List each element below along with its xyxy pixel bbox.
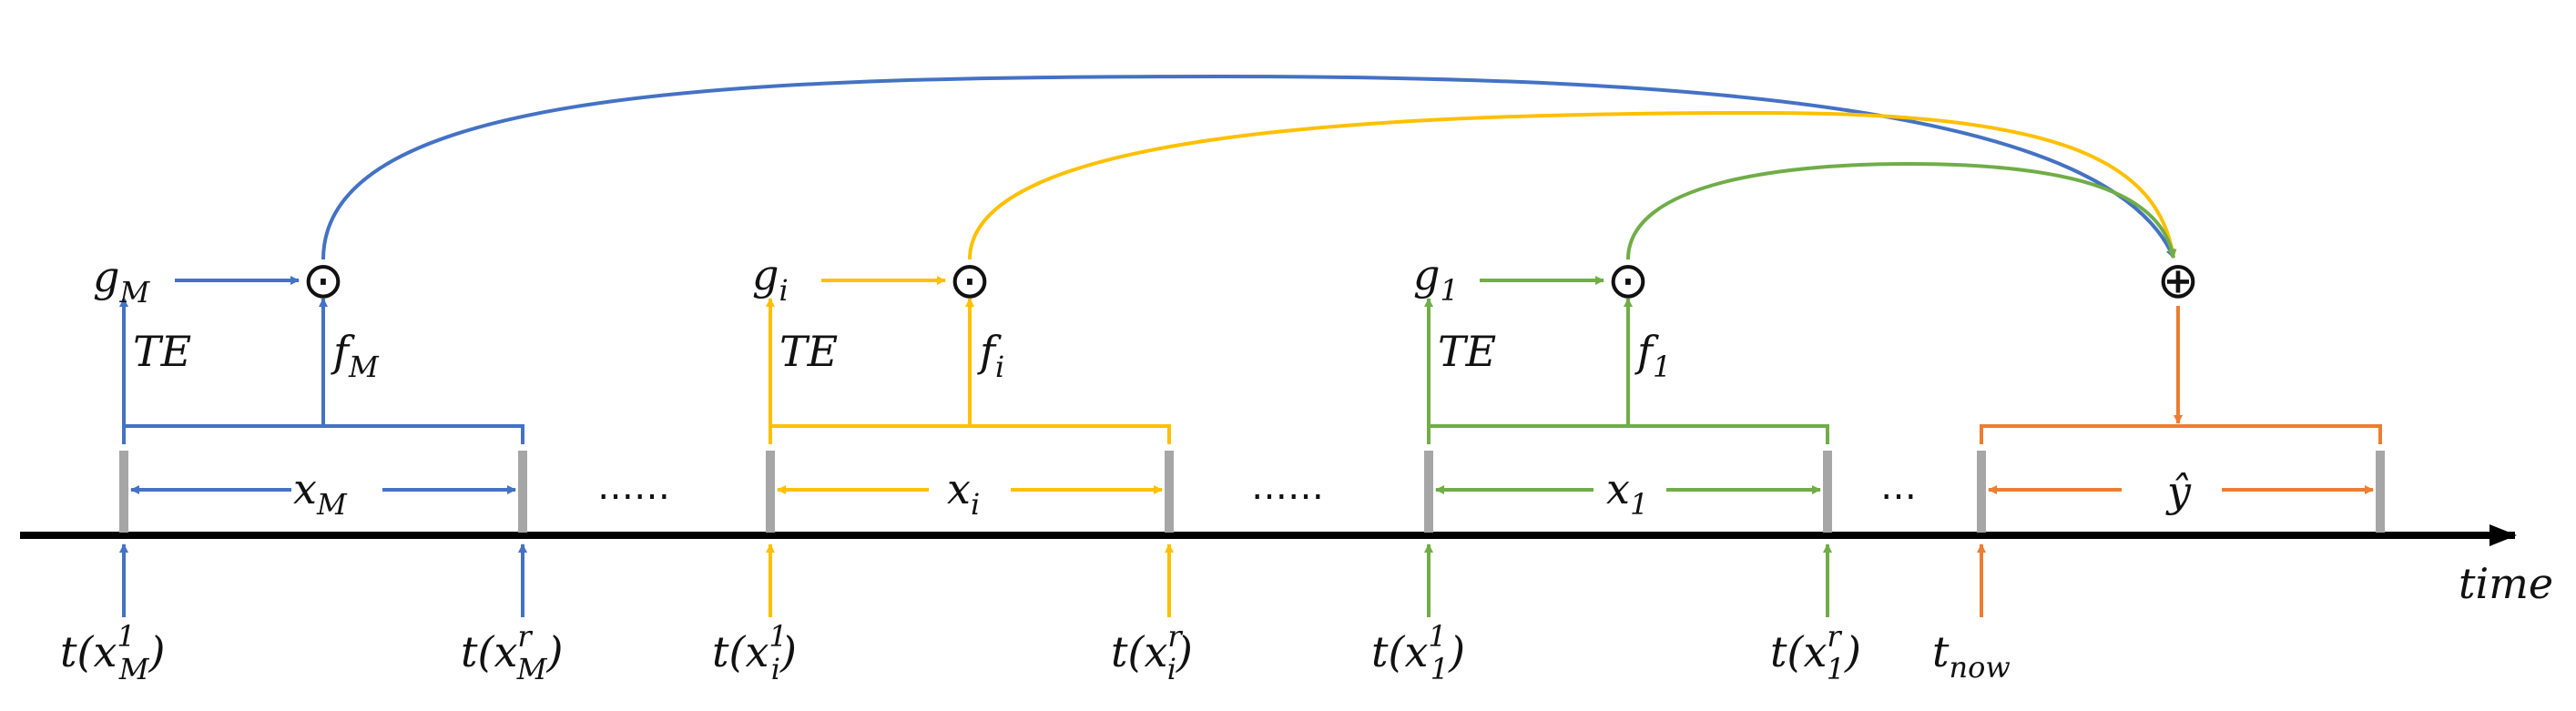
segment-1-end-tick: [1823, 451, 1832, 533]
segment-1-start-tick: [1424, 451, 1433, 533]
prediction-window-label: ŷ: [2165, 467, 2192, 516]
prediction-start-tick: [1977, 451, 1986, 533]
segment-m-end-tick: [518, 451, 527, 533]
yellow-aggregation-curve: [968, 110, 2177, 260]
segment-i-start-tick: [766, 451, 775, 533]
segment-i-multiply-node: ⊙: [949, 251, 992, 310]
segment-m-encoder-label: TE: [133, 327, 191, 376]
segment-m-start-tick: [119, 451, 128, 533]
segment-i-bracket: [769, 424, 1171, 444]
prediction-window: ⊕ ŷ tnow: [1932, 251, 2385, 685]
green-aggregation-curve: [1626, 161, 2177, 260]
segment-1-window-label: x1: [1606, 464, 1648, 522]
time-axis-label: time: [2459, 559, 2553, 608]
segment-m-weight-label: fM: [331, 327, 380, 384]
segment-1-gate-label: g1: [1413, 250, 1459, 308]
segment-1-bracket: [1427, 424, 1829, 444]
segment-1-multiply-node: ⊙: [1607, 251, 1650, 310]
prediction-end-tick: [2376, 451, 2385, 533]
segment-i-gate-label: gi: [752, 250, 789, 308]
sum-node: ⊕: [2157, 251, 2200, 310]
segment-1-weight-label: f1: [1634, 327, 1671, 384]
blue-aggregation-curve: [321, 74, 2175, 260]
segment-i-window-label: xi: [947, 464, 980, 522]
separator-3: …: [1880, 466, 1917, 508]
segment-1-encoder-label: TE: [1438, 327, 1496, 376]
segment-m-multiply-node: ⊙: [302, 251, 345, 310]
separator-2: ……: [1251, 466, 1324, 508]
separator-1: ……: [597, 466, 670, 508]
segment-i-end-tick: [1165, 451, 1174, 533]
segment-m-bracket: [122, 424, 524, 444]
prediction-bracket: [1980, 424, 2382, 444]
now-label: tnow: [1932, 627, 2011, 685]
segment-i-encoder-label: TE: [779, 327, 838, 376]
segment-m-window-label: xM: [293, 464, 348, 522]
segment-m-gate-label: gM: [93, 252, 150, 310]
segment-i-weight-label: fi: [977, 327, 1004, 384]
